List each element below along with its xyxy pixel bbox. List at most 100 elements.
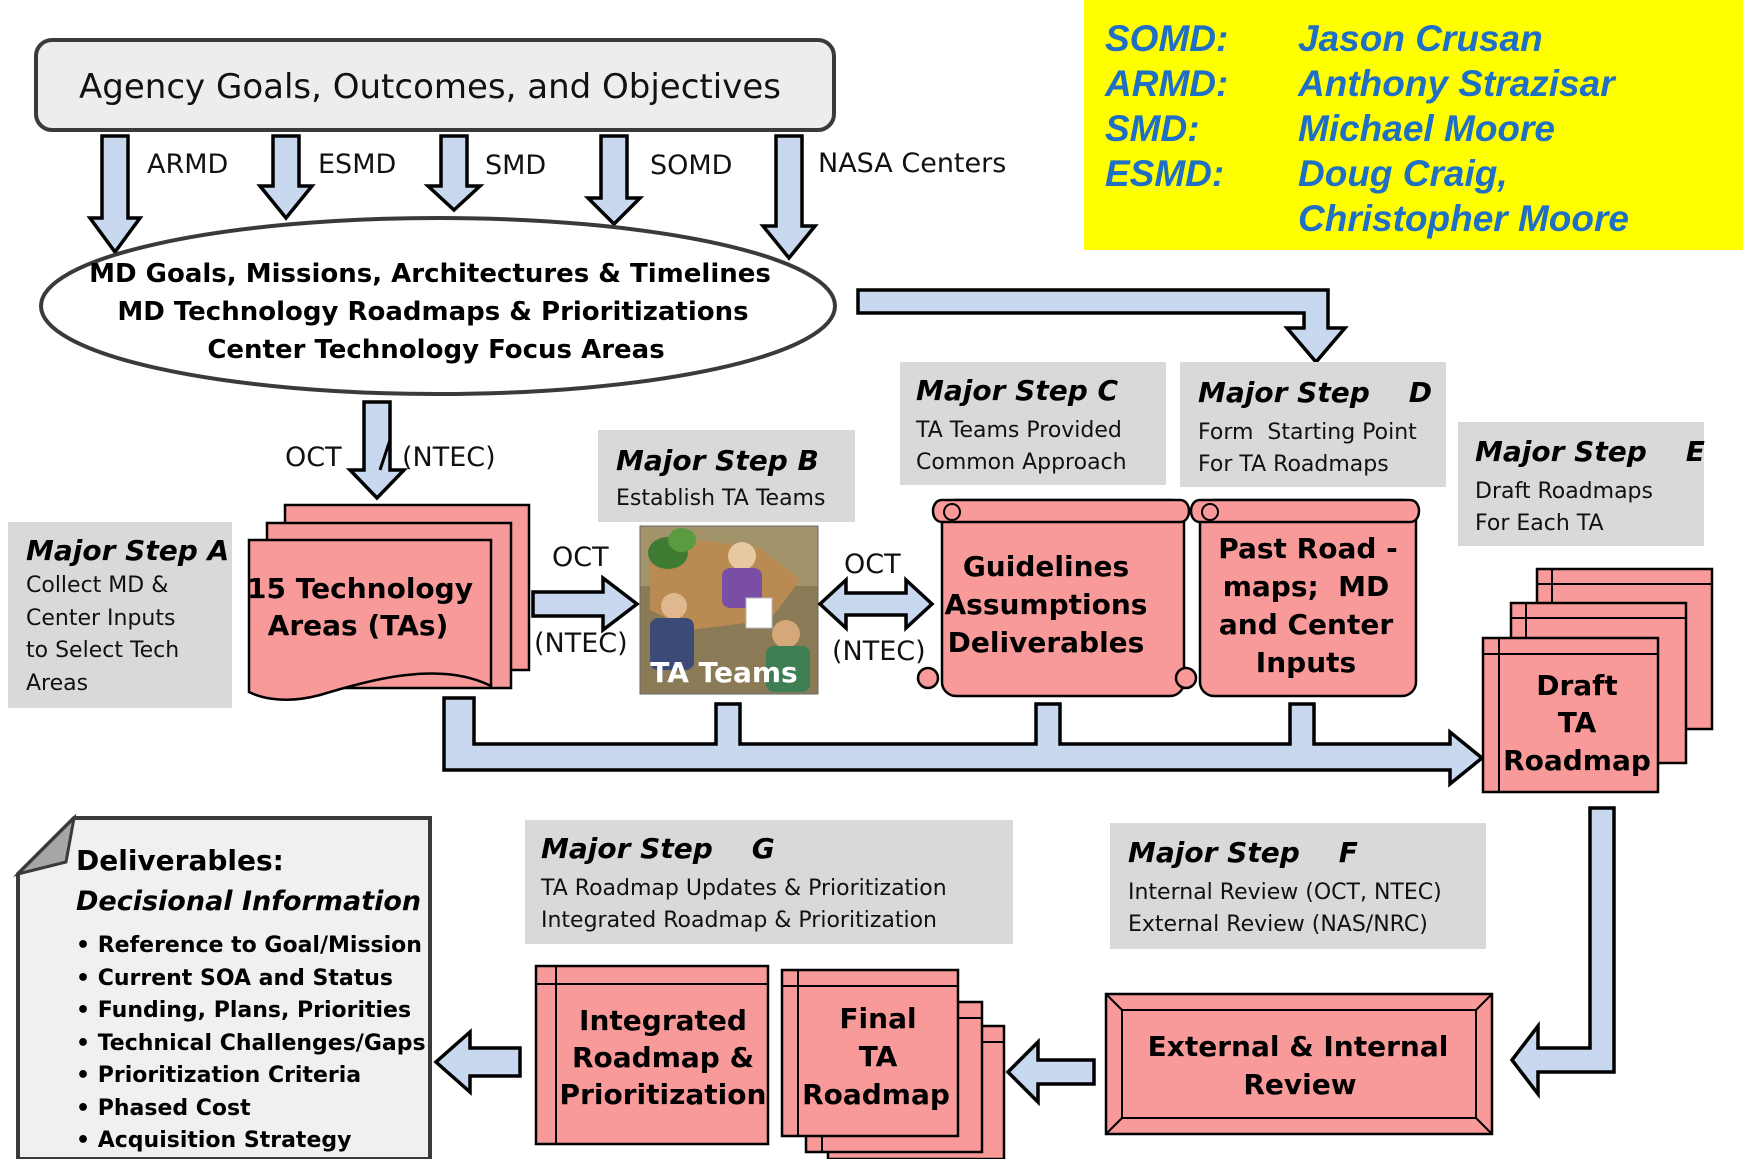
step-f-line-2: External Review (NAS/NRC) [1128, 912, 1428, 937]
md-line-3: Center Technology Focus Areas [207, 335, 664, 365]
draft-line-3: Roadmap [1503, 744, 1651, 777]
step-e-panel [1458, 422, 1704, 546]
deliverable-item-7: • Acquisition Strategy [76, 1128, 351, 1153]
down-arrow-esmd [256, 134, 316, 221]
contacts-box [1084, 0, 1743, 250]
integrated-line-3: Prioritization [560, 1078, 767, 1111]
label-ntec-2: (NTEC) [534, 628, 628, 659]
down-arrow-armd [86, 134, 144, 255]
step-f-title: Major Step F [1128, 836, 1358, 869]
contact-org-2: ARMD: [1104, 63, 1228, 104]
guidelines-line-2: Assumptions [945, 588, 1148, 621]
collector-arrow-to-draft [442, 696, 1485, 788]
step-d-line-2: For TA Roadmaps [1198, 452, 1389, 477]
step-c-title: Major Step C [916, 374, 1118, 407]
deliverables-note [13, 813, 432, 1159]
guidelines-line-3: Deliverables [948, 626, 1145, 659]
step-g-panel [525, 820, 1013, 944]
md-line-2: MD Technology Roadmaps & Prioritizations [117, 297, 748, 327]
agency-goals-label: Agency Goals, Outcomes, and Objectives [79, 67, 781, 107]
draft-line-1: Draft [1536, 669, 1618, 702]
ta-teams-label: TA Teams [650, 656, 797, 689]
step-d-panel [1180, 362, 1446, 487]
step-e-title: Major Step E [1475, 435, 1705, 468]
step-c-line-2: Common Approach [916, 450, 1127, 475]
contact-name-4: Doug Craig, [1298, 153, 1508, 194]
right-arrow-tas-to-teams [531, 574, 640, 634]
label-nasa-centers: NASA Centers [818, 148, 1006, 179]
tech-areas-line-2: Areas (TAs) [268, 609, 449, 642]
md-line-1: MD Goals, Missions, Architectures & Time… [89, 259, 771, 289]
past-roadmaps-line-4: Inputs [1256, 646, 1356, 679]
past-roadmaps-line-2: maps; MD [1223, 570, 1390, 603]
contact-name-5: Christopher Moore [1298, 198, 1629, 239]
down-arrow-nasa-centers [759, 134, 819, 261]
ta-teams-image [639, 525, 819, 695]
past-roadmaps-line-1: Past Road - [1218, 532, 1398, 565]
step-b-line-1: Establish TA Teams [616, 486, 825, 511]
integrated-roadmap-box [534, 964, 770, 1146]
contact-name-1: Jason Crusan [1298, 18, 1543, 59]
integrated-line-1: Integrated [579, 1004, 747, 1037]
step-a-line-4: Areas [26, 671, 88, 696]
step-f-line-1: Internal Review (OCT, NTEC) [1128, 880, 1442, 905]
deliverable-item-2: • Current SOA and Status [76, 966, 393, 991]
deliverable-item-6: • Phased Cost [76, 1096, 251, 1121]
down-arrow-smd [423, 134, 485, 213]
agency-goals-box [34, 38, 836, 132]
deliverable-item-3: • Funding, Plans, Priorities [76, 998, 411, 1023]
md-goals-ellipse [39, 216, 837, 396]
label-oct-2: OCT [552, 542, 609, 573]
deliverables-title: Deliverables: [76, 844, 284, 877]
step-e-line-2: For Each TA [1475, 511, 1604, 536]
contact-name-2: Anthony Strazisar [1297, 63, 1617, 104]
final-line-3: Roadmap [802, 1078, 950, 1111]
deliverables-subtitle: Decisional Information [76, 886, 421, 917]
final-roadmap-stack [780, 968, 1006, 1159]
down-arrow-oct-to-tas [345, 400, 409, 501]
left-arrow-review-to-final [1005, 1037, 1096, 1107]
step-e-line-1: Draft Roadmaps [1475, 479, 1653, 504]
draft-roadmap-stack [1481, 567, 1714, 794]
elbow-arrow-to-step-d [856, 288, 1349, 365]
step-g-title: Major Step G [541, 832, 775, 865]
down-arrow-somd [583, 134, 645, 227]
review-box [1104, 992, 1494, 1136]
step-b-panel [598, 430, 855, 522]
final-line-2: TA [859, 1040, 898, 1073]
elbow-arrow-draft-to-review [1509, 806, 1616, 1100]
contact-name-3: Michael Moore [1298, 108, 1555, 149]
step-a-panel [8, 522, 232, 708]
step-c-line-1: TA Teams Provided [915, 418, 1122, 443]
double-arrow-teams-guidelines [817, 576, 935, 632]
integrated-line-2: Roadmap & [572, 1041, 754, 1074]
step-g-line-2: Integrated Roadmap & Prioritization [541, 908, 937, 933]
review-line-1: External & Internal [1148, 1030, 1449, 1063]
deliverable-item-4: • Technical Challenges/Gaps [76, 1031, 426, 1056]
step-c-panel [900, 362, 1166, 485]
contact-org-3: SMD: [1105, 108, 1200, 149]
past-roadmaps-scroll [1174, 498, 1421, 698]
label-oct-3: OCT [844, 549, 901, 580]
ntec-slash [378, 439, 392, 471]
label-somd: SOMD [650, 150, 732, 181]
tech-areas-stack [247, 503, 531, 701]
draft-line-2: TA [1558, 706, 1597, 739]
label-oct-1: OCT [285, 442, 342, 473]
step-a-line-1: Collect MD & [26, 573, 168, 598]
guidelines-line-1: Guidelines [963, 550, 1129, 583]
step-d-line-1: Form Starting Point [1198, 420, 1417, 445]
guidelines-scroll [916, 498, 1191, 698]
step-a-title: Major Step A [26, 534, 229, 567]
label-ntec-1: (NTEC) [402, 442, 496, 473]
label-ntec-3: (NTEC) [832, 636, 926, 667]
final-line-1: Final [839, 1002, 916, 1035]
step-a-line-3: to Select Tech [26, 638, 179, 663]
label-armd: ARMD [147, 149, 228, 180]
contact-org-4: ESMD: [1105, 153, 1224, 194]
contact-org-1: SOMD: [1105, 18, 1228, 59]
deliverable-item-5: • Prioritization Criteria [76, 1063, 361, 1088]
label-esmd: ESMD [318, 149, 396, 180]
past-roadmaps-line-3: and Center [1219, 608, 1393, 641]
